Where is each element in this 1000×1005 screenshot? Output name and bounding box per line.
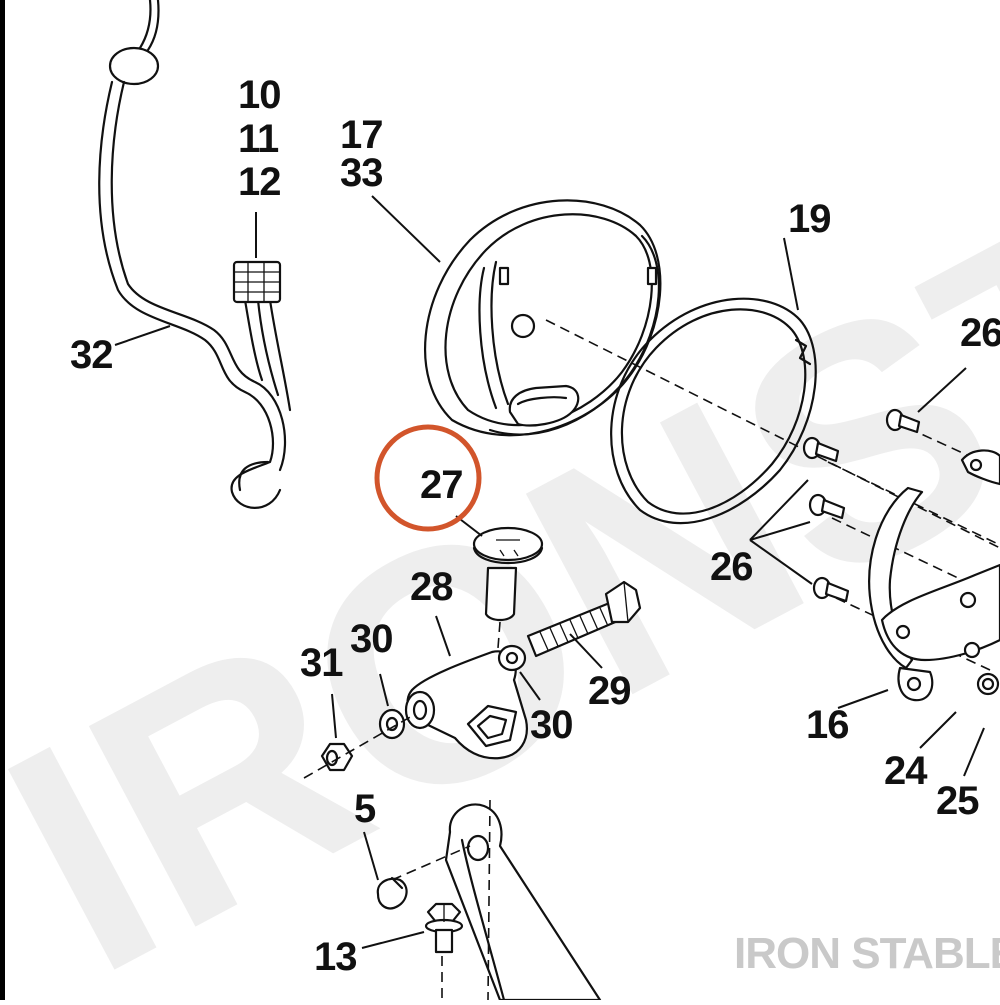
callout-33: 33 bbox=[340, 151, 383, 195]
callout-32: 32 bbox=[70, 333, 113, 377]
axis-line-headlamp bbox=[545, 319, 1000, 549]
screws-26 bbox=[802, 408, 921, 603]
leader-26-top bbox=[917, 367, 967, 413]
brand-logo-text: IRON STABLE bbox=[734, 929, 1000, 978]
leader-5 bbox=[363, 831, 379, 881]
callout-17: 17 bbox=[340, 113, 383, 157]
callout-30-right: 30 bbox=[530, 703, 573, 747]
left-border bbox=[0, 0, 5, 1000]
mount-arm bbox=[444, 803, 602, 1002]
highlight-circle-27 bbox=[374, 424, 482, 532]
nut-31 bbox=[320, 742, 354, 772]
headlamp-housing bbox=[424, 199, 662, 437]
leader-30-left bbox=[379, 673, 389, 707]
leader-28 bbox=[435, 615, 451, 657]
callout-30-left: 30 bbox=[350, 617, 393, 661]
callout-13: 13 bbox=[314, 935, 357, 979]
leader-13 bbox=[361, 931, 425, 949]
leader-16 bbox=[837, 689, 889, 709]
leader-17-33 bbox=[371, 195, 441, 263]
wiring-harness bbox=[98, 0, 292, 509]
callout-29: 29 bbox=[588, 669, 631, 713]
leader-19 bbox=[783, 237, 799, 311]
callout-24: 24 bbox=[884, 749, 928, 793]
callout-5: 5 bbox=[354, 787, 376, 831]
callout-10: 10 bbox=[238, 73, 281, 117]
axis-line-nut bbox=[303, 715, 413, 779]
leader-30-right bbox=[519, 671, 541, 701]
callout-26-bottom: 26 bbox=[710, 545, 753, 589]
leader-25 bbox=[963, 727, 985, 777]
callout-19: 19 bbox=[788, 197, 831, 241]
leader-24 bbox=[919, 711, 957, 749]
flange-bolt-13 bbox=[424, 902, 464, 954]
retaining-ring bbox=[610, 297, 817, 525]
washers-30 bbox=[378, 644, 527, 740]
leader-26-b bbox=[749, 521, 811, 541]
callout-26-top: 26 bbox=[960, 311, 1000, 355]
clamp-block bbox=[404, 650, 528, 760]
axis-line-5 bbox=[391, 845, 471, 881]
leader-29 bbox=[569, 633, 603, 669]
leader-32 bbox=[114, 325, 171, 346]
leader-31 bbox=[331, 693, 337, 739]
mounting-bracket bbox=[868, 449, 1000, 702]
callout-25: 25 bbox=[936, 779, 979, 823]
callout-31: 31 bbox=[300, 641, 343, 685]
acorn-nut-5 bbox=[376, 876, 408, 910]
hex-bolt bbox=[526, 580, 642, 658]
callout-28: 28 bbox=[410, 565, 453, 609]
leader-26-a bbox=[749, 479, 809, 541]
callout-12: 12 bbox=[238, 160, 281, 204]
leader-26-c bbox=[749, 539, 813, 585]
callout-16: 16 bbox=[806, 703, 849, 747]
callout-11: 11 bbox=[238, 117, 279, 161]
axis-line-arm bbox=[487, 799, 491, 1001]
carriage-bolt bbox=[472, 526, 544, 622]
callout-27: 27 bbox=[420, 463, 463, 507]
